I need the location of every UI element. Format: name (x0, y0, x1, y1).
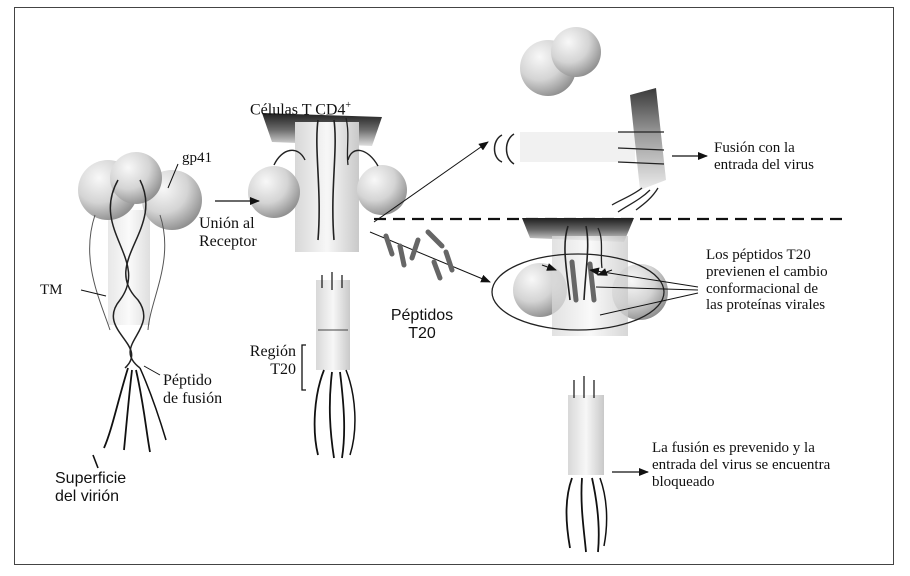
t20-peptide-icon (386, 232, 452, 278)
fusion-peptide-label: Péptido de fusión (163, 372, 222, 408)
fusion-peptide-line-1: Péptido (163, 372, 222, 390)
fusion-peptide-line-2: de fusión (163, 390, 222, 408)
blocked-fusion-icon (492, 218, 668, 552)
virion-surface-line-2: del virión (55, 488, 126, 506)
tm-label: TM (40, 282, 63, 299)
fusion-blocked-line-1: La fusión es prevenido y la (652, 440, 830, 457)
gp41-label: gp41 (182, 150, 212, 167)
membrane-fusion-icon (495, 27, 667, 212)
virion-surface-line-1: Superficie (55, 470, 126, 488)
fusion-blocked-line-2: entrada del virus se encuentra (652, 457, 830, 474)
fusion-entry-label: Fusión con la entrada del virus (714, 140, 814, 174)
cd4-cells-text: Células T CD4 (250, 101, 345, 118)
t20-peptides-label: Péptidos T20 (382, 307, 462, 343)
t20-region-line-2: T20 (228, 361, 296, 379)
fusion-blocked-line-3: bloqueado (652, 474, 830, 491)
receptor-binding-line-1: Unión al (199, 215, 257, 233)
cd4-receptor-icon (248, 113, 407, 458)
fusion-entry-line-2: entrada del virus (714, 157, 814, 174)
receptor-binding-line-2: Receptor (199, 233, 257, 251)
fusion-blocked-label: La fusión es prevenido y la entrada del … (652, 440, 830, 490)
t20-prevent-line-4: las proteínas virales (706, 297, 828, 314)
t20-region-line-1: Región (228, 343, 296, 361)
cd4-cells-sup: + (345, 100, 351, 111)
t20-peptides-line-2: T20 (382, 325, 462, 343)
virion-glycoprotein-icon (78, 152, 202, 468)
fusion-entry-line-1: Fusión con la (714, 140, 814, 157)
t20-prevent-label: Los péptidos T20 previenen el cambio con… (706, 247, 828, 314)
cd4-cells-label: Células T CD4+ (250, 100, 351, 119)
t20-prevent-line-2: previenen el cambio (706, 264, 828, 281)
t20-region-label: Región T20 (228, 343, 296, 379)
virion-surface-label: Superficie del virión (55, 470, 126, 506)
t20-prevent-line-3: conformacional de (706, 281, 828, 298)
t20-prevent-line-1: Los péptidos T20 (706, 247, 828, 264)
t20-peptides-line-1: Péptidos (382, 307, 462, 325)
receptor-binding-label: Unión al Receptor (199, 215, 257, 251)
